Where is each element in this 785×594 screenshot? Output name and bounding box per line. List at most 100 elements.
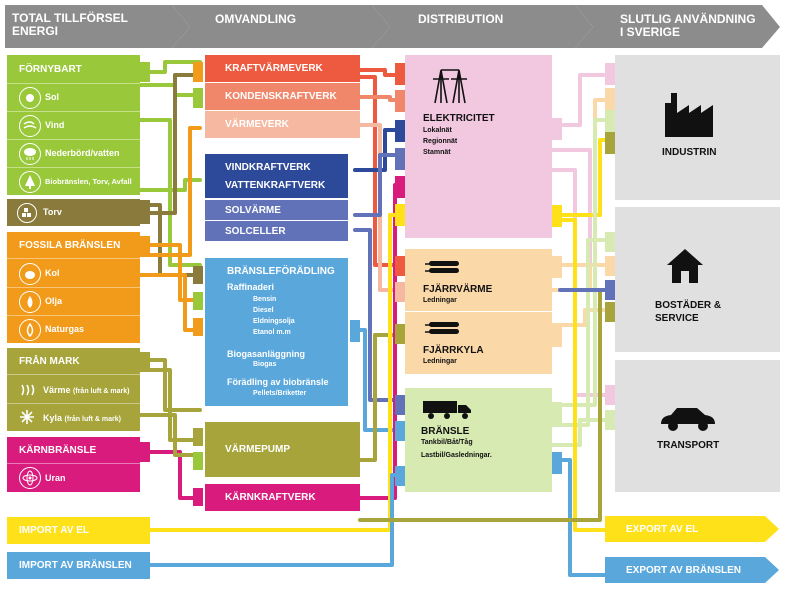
conv-varmeverk: VÄRMEVERK: [205, 111, 360, 138]
use-industrin: INDUSTRIN: [615, 55, 780, 200]
source-vind-label: Vind: [45, 120, 65, 130]
source-torv-label: Torv: [43, 207, 62, 217]
coal-icon: [19, 263, 41, 285]
conv-karnkraftverk: KÄRNKRAFTVERK: [205, 484, 360, 511]
conv-vindkraftverk-label: VINDKRAFTVERK: [225, 162, 311, 173]
heat-icon: [17, 379, 37, 399]
header-distribution: DISTRIBUTION: [418, 12, 504, 26]
dist-fjarrkyla-title: FJÄRRKYLA: [423, 345, 484, 356]
conv-vind-vatten: VINDKRAFTVERK VATTENKRAFTVERK: [205, 154, 348, 198]
conv-eldningsolja-label: Eldningsolja: [253, 318, 295, 325]
pipes-cold-icon: [423, 318, 463, 338]
conv-foradling-label: Förädling av biobränsle: [227, 377, 329, 387]
tree-icon: [19, 171, 41, 193]
import-el-box: IMPORT AV EL: [7, 517, 150, 544]
wind-icon: [19, 115, 41, 137]
dist-bransle: BRÄNSLE Tankbil/Båt/Tåg Lastbil/Gasledni…: [405, 388, 552, 492]
dist-fjarrkyla-ledningar: Ledningar: [423, 358, 457, 365]
rain-cloud-icon: [19, 143, 41, 165]
source-nederbord-label: Nederbörd/vatten: [45, 148, 120, 158]
dist-tankbil-label: Tankbil/Båt/Tåg: [421, 439, 473, 446]
header-omvandling: OMVANDLING: [215, 12, 297, 26]
source-varme-note: (från luft & mark): [73, 388, 130, 395]
dist-stamnat-label: Stamnät: [423, 149, 451, 156]
conv-solvarme: SOLVÄRME: [205, 200, 348, 220]
source-karnbransle-title: KÄRNBRÄNSLE: [19, 445, 97, 456]
dist-fjarrvarme-kyla: FJÄRRVÄRME Ledningar FJÄRRKYLA Ledningar: [405, 249, 552, 374]
header-total-tillforsel: TOTAL TILLFÖRSEL ENERGI: [12, 11, 128, 38]
conv-pellets-label: Pellets/Briketter: [253, 390, 307, 397]
house-icon: [665, 247, 705, 285]
conv-kraftvarmeverk: KRAFTVÄRMEVERK: [205, 55, 360, 82]
source-karnbransle: KÄRNBRÄNSLE Uran: [7, 437, 140, 492]
source-fran-mark-title: FRÅN MARK: [19, 356, 80, 367]
conv-solceller-label: SOLCELLER: [225, 226, 286, 237]
conv-etanol-label: Etanol m.m: [253, 329, 291, 336]
conv-bransleforadling-title: BRÄNSLEFÖRÄDLING: [227, 266, 335, 277]
dist-lastbil-label: Lastbil/Gasledningar.: [421, 452, 492, 459]
dist-bransle-title: BRÄNSLE: [421, 426, 470, 437]
source-kyla-note: (från luft & mark): [64, 416, 121, 423]
source-uran-label: Uran: [45, 473, 66, 483]
header-arrows: [5, 5, 780, 48]
source-fossila-title: FOSSILA BRÄNSLEN: [19, 240, 121, 251]
header-slutlig-anvandning: SLUTLIG ANVÄNDNING I SVERIGE: [620, 12, 756, 39]
conv-biogas-item: Biogas: [253, 361, 277, 368]
oil-drop-icon: [19, 291, 41, 313]
dist-lokalnat-label: Lokalnät: [423, 127, 452, 134]
sun-icon: [19, 87, 41, 109]
conv-raffinaderi-label: Raffinaderi: [227, 282, 275, 292]
source-olja-label: Olja: [45, 296, 63, 306]
import-el-label: IMPORT AV EL: [19, 525, 89, 536]
conv-bensin-label: Bensin: [253, 296, 277, 303]
export-el-label: EXPORT AV EL: [626, 524, 699, 535]
power-pylon-icon: [425, 65, 475, 105]
export-bransle-label: EXPORT AV BRÄNSLEN: [626, 565, 742, 576]
source-kol-label: Kol: [45, 268, 60, 278]
source-fornybart-title: FÖRNYBART: [19, 64, 82, 75]
dist-elektricitet-title: ELEKTRICITET: [423, 113, 495, 124]
conv-varmepump: VÄRMEPUMP: [205, 422, 360, 477]
conv-kondenskraftverk-label: KONDENSKRAFTVERK: [225, 91, 337, 102]
source-biobransle-label: Biobränslen, Torv, Avfall: [45, 177, 132, 186]
source-naturgas-label: Naturgas: [45, 324, 85, 334]
conv-varmeverk-label: VÄRMEVERK: [225, 119, 289, 130]
truck-icon: [421, 398, 473, 420]
conv-solvarme-label: SOLVÄRME: [225, 205, 281, 216]
use-transport: TRANSPORT: [615, 360, 780, 492]
conv-diesel-label: Diesel: [253, 307, 274, 314]
source-sol-label: Sol: [45, 92, 60, 102]
dist-regionnat-label: Regionnät: [423, 138, 458, 145]
use-transport-label: TRANSPORT: [657, 440, 720, 451]
conv-kraftvarmeverk-label: KRAFTVÄRMEVERK: [225, 63, 323, 74]
factory-icon: [665, 93, 715, 137]
source-fornybart: FÖRNYBART Sol Vind Nederbörd/vatten Biob…: [7, 55, 140, 195]
pipes-hot-icon: [423, 257, 463, 277]
source-torv: Torv: [7, 199, 140, 226]
source-kyla-label: Kyla: [43, 413, 63, 423]
export-arrows: [605, 516, 779, 583]
source-fossila: FOSSILA BRÄNSLEN Kol Olja Naturgas: [7, 232, 140, 343]
conv-varmepump-label: VÄRMEPUMP: [225, 444, 291, 455]
conv-solceller: SOLCELLER: [205, 221, 348, 241]
conv-biogas-label: Biogasanläggning: [227, 349, 306, 359]
dist-fjarrvarme-ledningar: Ledningar: [423, 297, 457, 304]
car-icon: [657, 404, 717, 432]
peat-icon: [17, 203, 37, 223]
conv-karnkraftverk-label: KÄRNKRAFTVERK: [225, 492, 316, 503]
conv-bransleforadling: BRÄNSLEFÖRÄDLING Raffinaderi Bensin Dies…: [205, 258, 348, 406]
gas-flame-icon: [19, 319, 41, 341]
source-fran-mark: FRÅN MARK Värme (från luft & mark) Kyla …: [7, 348, 140, 431]
source-varme-label: Värme: [43, 385, 71, 395]
atom-icon: [19, 467, 41, 489]
conv-vattenkraftverk-label: VATTENKRAFTVERK: [225, 180, 326, 191]
conv-kondenskraftverk: KONDENSKRAFTVERK: [205, 83, 360, 110]
use-bostader: BOSTÄDER & SERVICE: [615, 207, 780, 352]
use-industrin-label: INDUSTRIN: [662, 147, 717, 158]
dist-fjarrvarme-title: FJÄRRVÄRME: [423, 284, 493, 295]
dist-elektricitet: ELEKTRICITET Lokalnät Regionnät Stamnät: [405, 55, 552, 238]
snowflake-icon: [17, 407, 37, 427]
use-bostader-label: BOSTÄDER & SERVICE: [655, 300, 722, 324]
import-bransle-label: IMPORT AV BRÄNSLEN: [19, 560, 132, 571]
import-bransle-box: IMPORT AV BRÄNSLEN: [7, 552, 150, 579]
